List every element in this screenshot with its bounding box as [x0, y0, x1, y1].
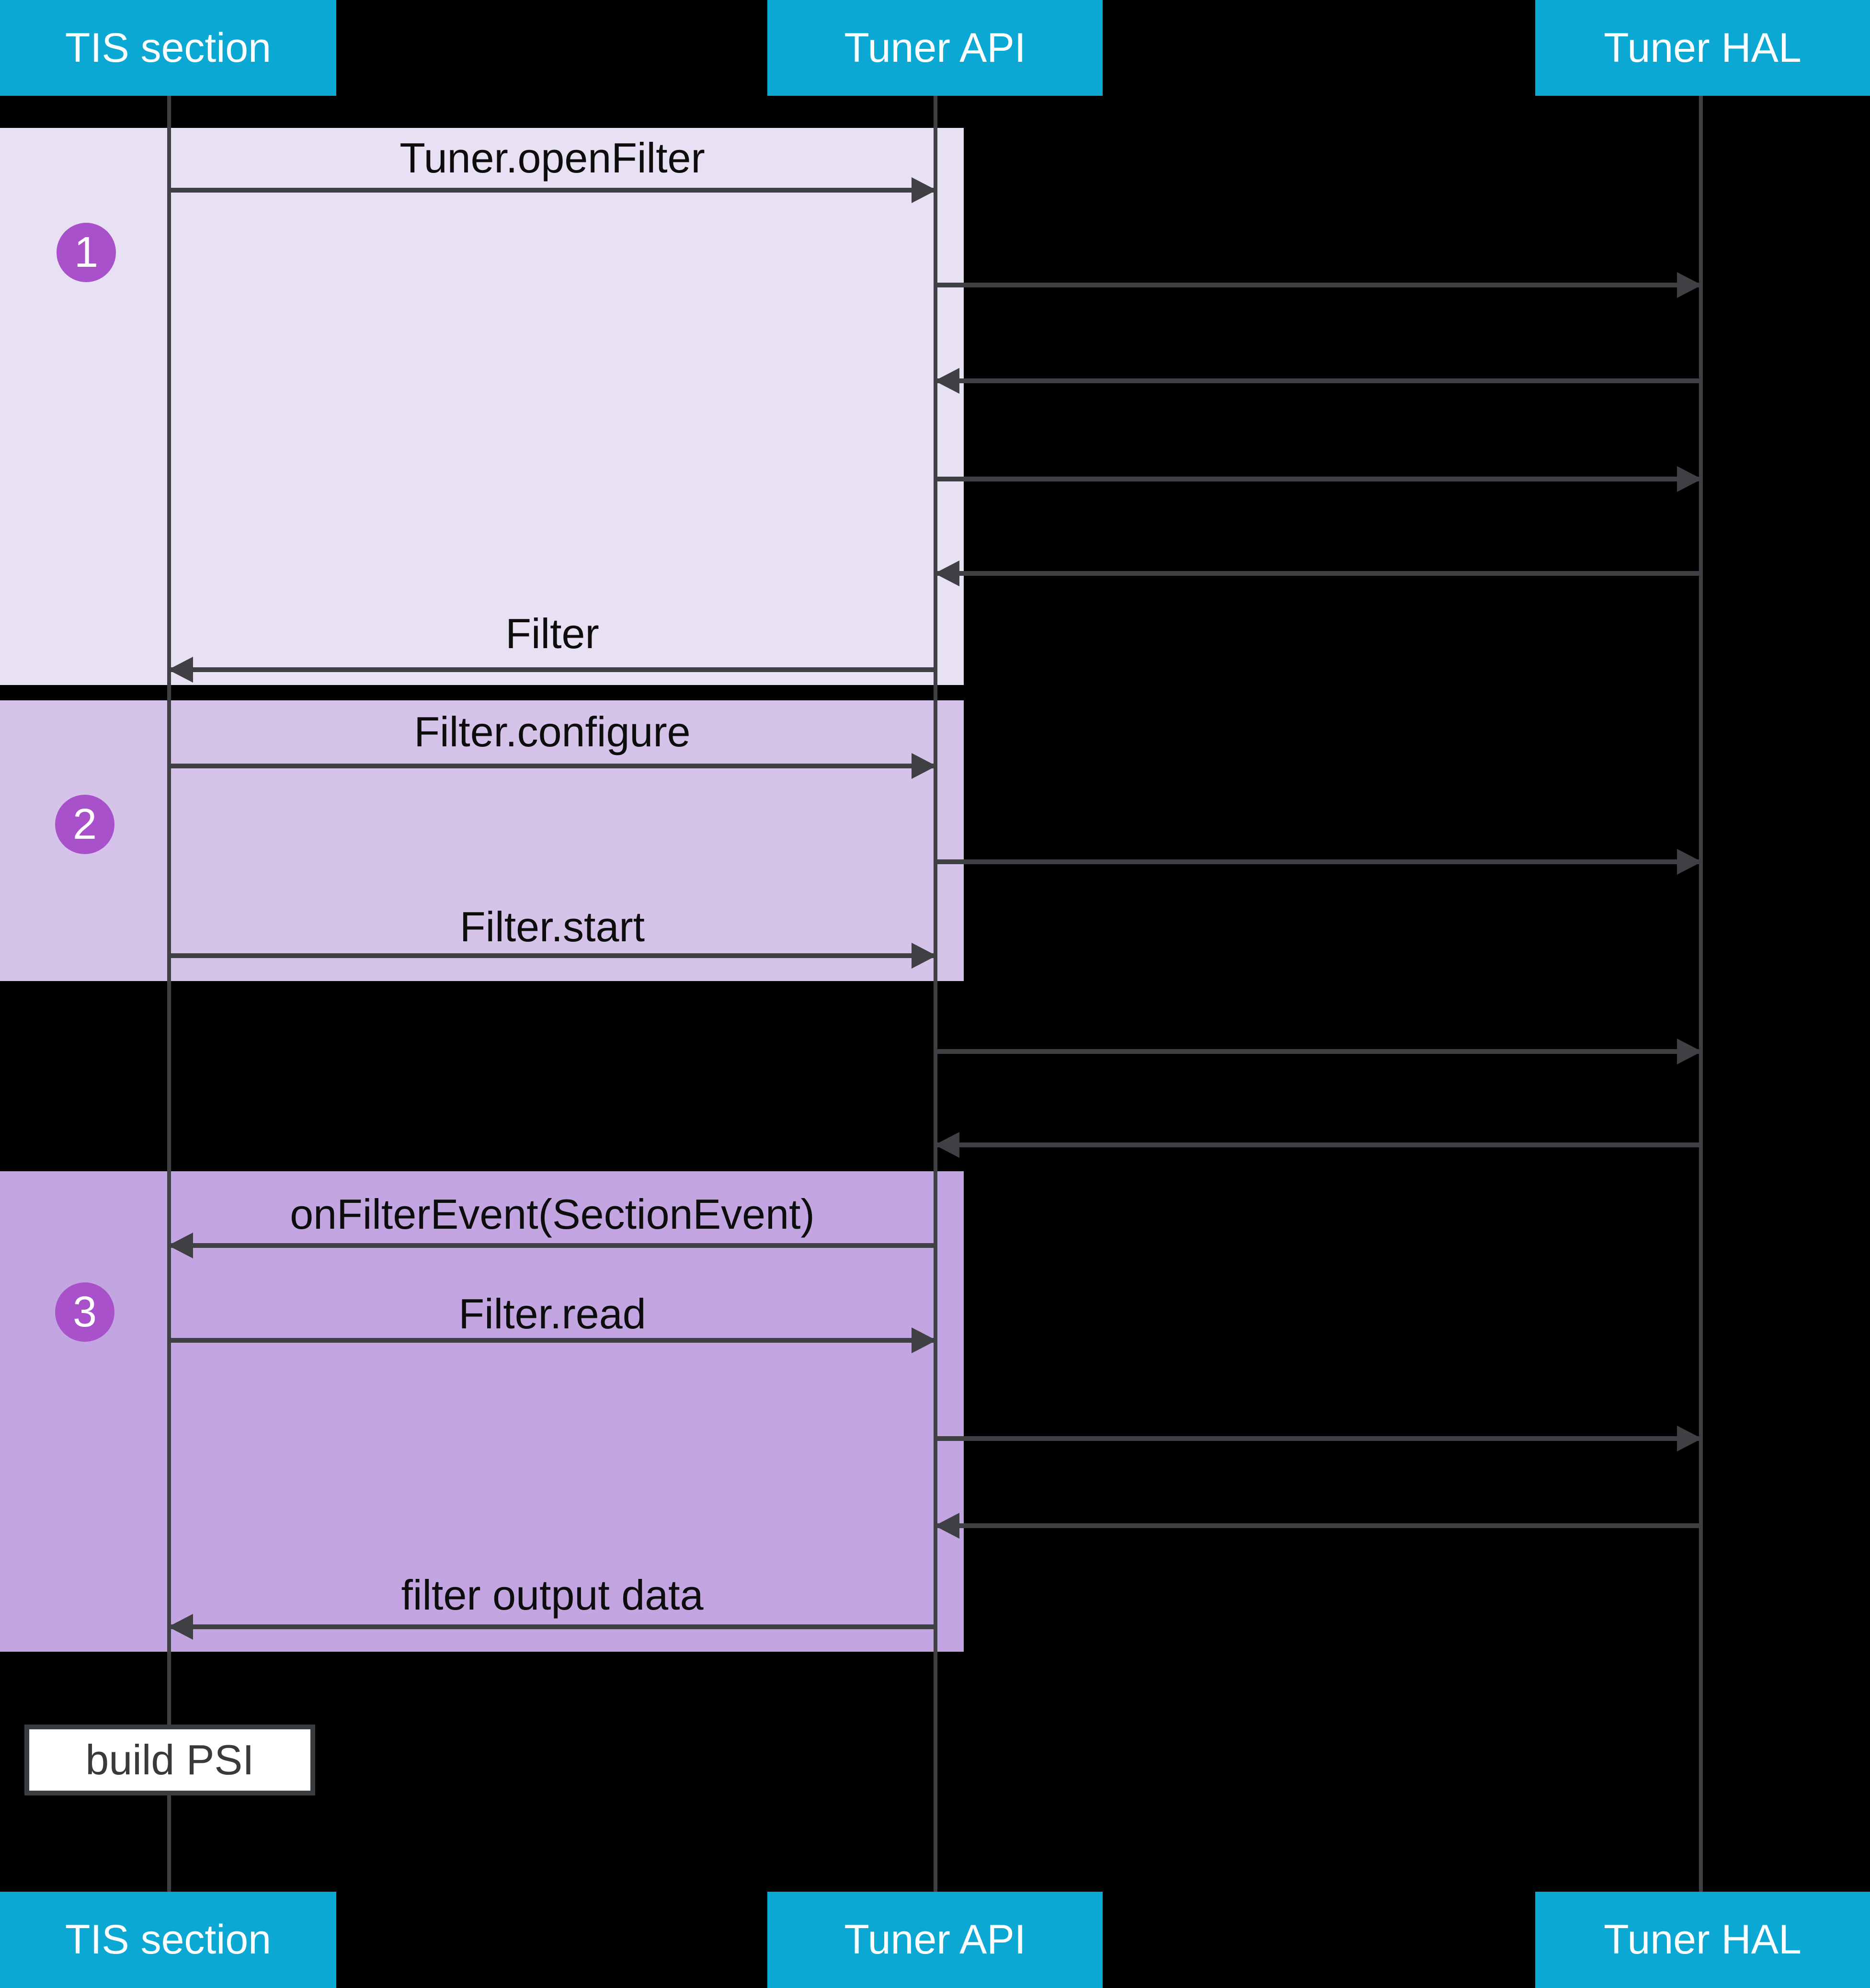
step-1-band — [0, 128, 964, 685]
note-build-psi: build PSI — [24, 1725, 315, 1795]
arrowhead-right-icon — [1677, 1426, 1702, 1451]
arrowhead-left-icon — [935, 560, 959, 586]
label-filter-configure: Filter.configure — [414, 708, 691, 755]
label-filter-read: Filter.read — [458, 1290, 646, 1337]
arrowhead-left-icon — [935, 1513, 959, 1539]
arrowhead-right-icon — [1677, 1039, 1702, 1064]
arrow-hal-to-api-2-icon — [935, 560, 1701, 586]
step-3-number: 3 — [72, 1288, 97, 1336]
step-2-band — [0, 700, 964, 981]
label-filter-output: filter output data — [401, 1571, 704, 1619]
label-onfilterevent: onFilterEvent(SectionEvent) — [290, 1190, 815, 1238]
participant-label: Tuner API — [844, 24, 1026, 71]
participant-top-tis-section: TIS section — [0, 0, 336, 96]
arrowhead-right-icon — [912, 177, 936, 203]
arrow-filter-configure-icon — [169, 753, 936, 779]
label-filter-start: Filter.start — [459, 903, 645, 950]
arrow-api-to-hal-5-icon — [935, 1426, 1702, 1451]
participant-label: TIS section — [65, 24, 272, 71]
step-3-band — [0, 1171, 964, 1652]
arrow-filter-read-icon — [169, 1327, 936, 1353]
label-filter-return: Filter — [505, 610, 599, 657]
arrow-api-to-hal-3-icon — [935, 849, 1702, 875]
arrowhead-left-icon — [935, 368, 959, 394]
step-1-number: 1 — [74, 228, 99, 276]
arrow-filter-output-icon — [168, 1614, 935, 1640]
arrowhead-right-icon — [1677, 466, 1702, 492]
arrow-api-to-hal-1-icon — [935, 272, 1702, 298]
arrow-filter-return-icon — [168, 657, 935, 683]
arrowhead-right-icon — [1677, 272, 1702, 298]
participant-label: Tuner HAL — [1604, 1917, 1802, 1963]
arrowhead-left-icon — [168, 1614, 193, 1640]
participant-bottom-tuner-hal: Tuner HAL — [1535, 1892, 1870, 1988]
participant-label: Tuner API — [844, 1917, 1026, 1963]
arrow-onfilterevent-icon — [168, 1233, 935, 1258]
arrow-filter-start-icon — [169, 943, 936, 969]
note-build-psi-text: build PSI — [85, 1736, 254, 1783]
participant-bottom-tis-section: TIS section — [0, 1892, 336, 1988]
lifeline-tis-section — [167, 96, 171, 1892]
arrow-api-to-hal-4-icon — [935, 1039, 1702, 1064]
arrow-tuner-openfilter-icon — [169, 177, 936, 203]
participant-top-tuner-hal: Tuner HAL — [1535, 0, 1870, 96]
step-2-number: 2 — [72, 800, 97, 848]
arrow-api-to-hal-2-icon — [935, 466, 1702, 492]
arrowhead-left-icon — [168, 657, 193, 683]
step-1-badge: 1 — [57, 223, 116, 282]
arrowhead-right-icon — [912, 1327, 936, 1353]
lifeline-tuner-hal — [1699, 96, 1703, 1892]
arrowhead-right-icon — [912, 753, 936, 779]
step-2-badge: 2 — [55, 795, 114, 854]
label-tuner-openfilter: Tuner.openFilter — [399, 134, 705, 182]
lifeline-tuner-api — [934, 96, 937, 1892]
arrowhead-right-icon — [912, 943, 936, 969]
arrowhead-right-icon — [1677, 849, 1702, 875]
participant-bottom-tuner-api: Tuner API — [767, 1892, 1103, 1988]
arrowhead-left-icon — [168, 1233, 193, 1258]
arrow-hal-to-api-1-icon — [935, 368, 1701, 394]
participant-label: TIS section — [65, 1917, 272, 1963]
arrow-hal-to-api-3-icon — [935, 1132, 1701, 1158]
participant-top-tuner-api: Tuner API — [767, 0, 1103, 96]
step-3-badge: 3 — [55, 1282, 114, 1342]
participant-label: Tuner HAL — [1604, 24, 1802, 71]
arrow-hal-to-api-4-icon — [935, 1513, 1701, 1539]
arrowhead-left-icon — [935, 1132, 959, 1158]
